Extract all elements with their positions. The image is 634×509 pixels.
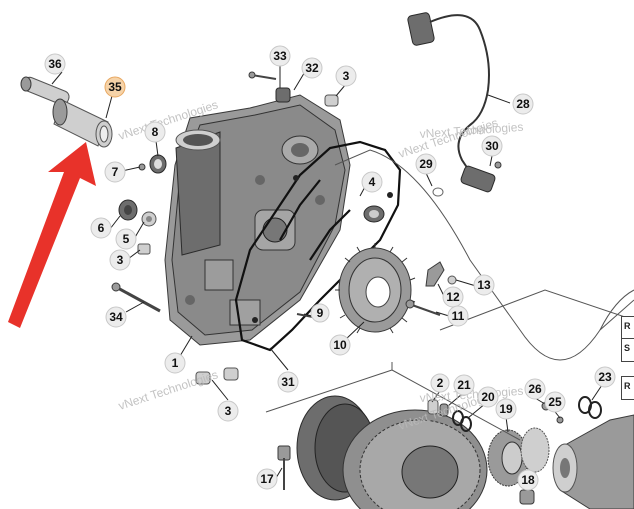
callout-1[interactable]: 1	[164, 352, 186, 374]
callout-26-label: 26	[528, 382, 542, 396]
magneto-cover-housing	[164, 94, 351, 346]
callout-1-label: 1	[172, 356, 179, 370]
callout-28-label: 28	[516, 97, 530, 111]
washer-stack	[427, 399, 472, 432]
callout-19-label: 19	[499, 402, 513, 416]
callout-3-top[interactable]: 3	[335, 65, 357, 87]
callout-30[interactable]: 30	[481, 135, 503, 157]
callout-21[interactable]: 21	[453, 374, 475, 396]
callout-36[interactable]: 36	[44, 53, 66, 75]
callout-35[interactable]: 35	[104, 76, 126, 98]
callout-30-label: 30	[485, 139, 499, 153]
callout-11-label: 11	[452, 309, 465, 323]
callout-8-label: 8	[152, 125, 159, 139]
callout-9[interactable]: 9	[310, 303, 330, 323]
callout-5-label: 5	[123, 232, 130, 246]
flywheel-rotor	[296, 395, 488, 509]
callout-3-mid-label: 3	[117, 253, 124, 267]
callout-3-bottom-label: 3	[225, 404, 232, 418]
callout-18[interactable]: 18	[517, 469, 539, 491]
callout-32-label: 32	[305, 61, 319, 75]
callout-2[interactable]: 2	[430, 373, 450, 393]
callout-29[interactable]: 29	[415, 153, 437, 175]
callout-34-label: 34	[109, 310, 123, 324]
callout-34[interactable]: 34	[105, 306, 127, 328]
callout-4-label: 4	[369, 175, 376, 189]
callout-25-label: 25	[548, 395, 562, 409]
callout-5[interactable]: 5	[115, 228, 137, 250]
callout-4[interactable]: 4	[361, 171, 383, 193]
callout-20[interactable]: 20	[477, 386, 499, 408]
red-pointer-arrow	[8, 142, 96, 328]
callout-13-label: 13	[477, 278, 491, 292]
callout-12[interactable]: 12	[442, 286, 464, 308]
callout-20-label: 20	[481, 390, 495, 404]
callout-7[interactable]: 7	[104, 161, 126, 183]
sensor-wire-harness	[334, 12, 634, 361]
callout-23[interactable]: 23	[594, 366, 616, 388]
callout-7-label: 7	[112, 165, 119, 179]
callout-26[interactable]: 26	[524, 378, 546, 400]
callout-11[interactable]: 11	[447, 305, 469, 327]
callout-28[interactable]: 28	[512, 93, 534, 115]
bracket-and-bolts	[296, 261, 457, 319]
callout-17-label: 17	[260, 472, 274, 486]
bottom-small-parts	[195, 367, 291, 490]
callout-9-label: 9	[317, 306, 324, 320]
callout-25[interactable]: 25	[544, 391, 566, 413]
top-small-parts	[248, 71, 339, 107]
callout-13[interactable]: 13	[473, 274, 495, 296]
seal-part	[138, 154, 167, 174]
callout-10-label: 10	[333, 338, 347, 352]
callout-31-label: 31	[281, 375, 295, 389]
o-rings	[578, 396, 602, 419]
starter-motor	[519, 414, 634, 509]
watermark-text: vNext Technologies	[397, 115, 500, 160]
edge-label: S	[624, 343, 631, 353]
callout-8[interactable]: 8	[144, 121, 166, 143]
edge-label-box-top: R	[621, 316, 634, 340]
callout-33[interactable]: 33	[269, 45, 291, 67]
edge-label-box-bottom: R	[621, 376, 634, 400]
callout-6[interactable]: 6	[90, 217, 112, 239]
callout-36-label: 36	[48, 57, 62, 71]
pin-part	[20, 76, 70, 106]
oil-seal-part	[118, 199, 157, 255]
callout-3-bottom[interactable]: 3	[217, 400, 239, 422]
edge-label: R	[624, 381, 631, 391]
parts-artwork	[8, 12, 634, 509]
callout-33-label: 33	[273, 49, 287, 63]
stator-part	[335, 243, 416, 334]
callout-32[interactable]: 32	[301, 57, 323, 79]
callout-35-label: 35	[108, 80, 122, 94]
callout-18-label: 18	[521, 473, 535, 487]
callout-29-label: 29	[419, 157, 433, 171]
assembly-outline-line	[265, 289, 634, 441]
callout-10[interactable]: 10	[329, 334, 351, 356]
callout-3-mid[interactable]: 3	[109, 249, 131, 271]
callout-23-label: 23	[598, 370, 612, 384]
callout-19[interactable]: 19	[495, 398, 517, 420]
edge-label-box-mid: S	[621, 338, 634, 362]
callout-2-label: 2	[437, 376, 444, 390]
watermark-text: vNext Technologies	[117, 367, 220, 412]
plug-part	[363, 205, 385, 223]
callout-6-label: 6	[98, 221, 105, 235]
edge-label: R	[624, 321, 631, 331]
callout-12-label: 12	[446, 290, 460, 304]
callout-21-label: 21	[457, 378, 471, 392]
callouts: 36 35 33 32 3 28 8 7 30 29 4 6 5 3 13 12…	[44, 45, 616, 491]
callout-31[interactable]: 31	[277, 371, 299, 393]
long-bolt-part	[111, 282, 161, 313]
callout-17[interactable]: 17	[256, 468, 278, 490]
callout-3-top-label: 3	[343, 69, 350, 83]
sleeve-part	[52, 98, 113, 148]
